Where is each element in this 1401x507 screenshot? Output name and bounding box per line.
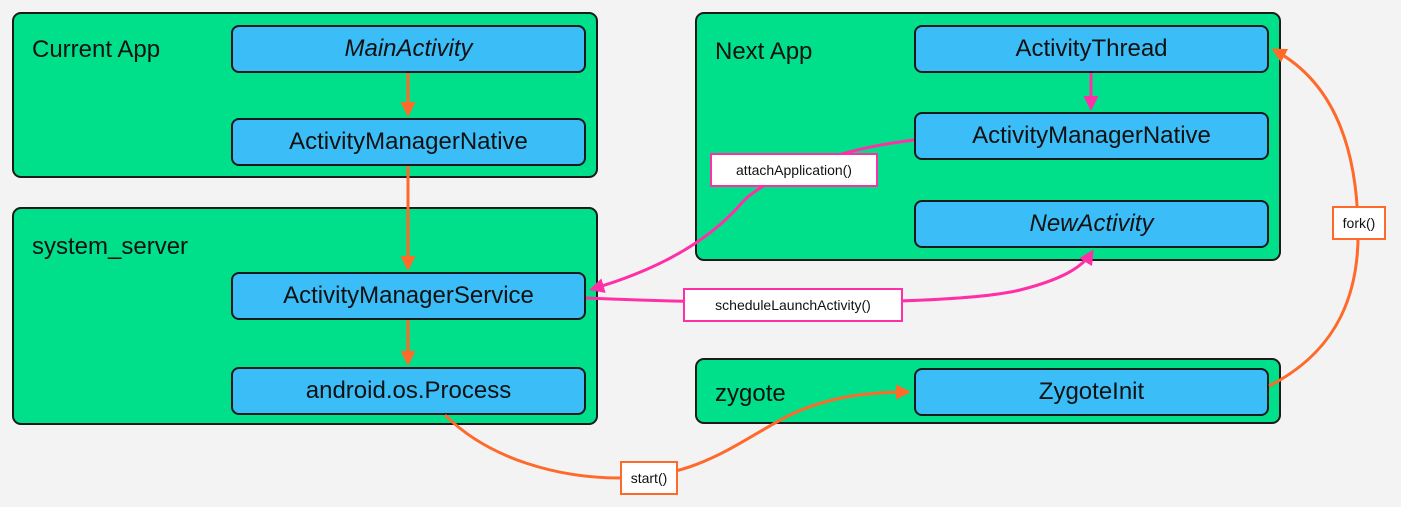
activity-manager-service-node[interactable]: ActivityManagerService: [231, 272, 586, 320]
new-activity-node[interactable]: NewActivity: [914, 200, 1269, 248]
system-server-title: system_server: [32, 233, 189, 260]
next-activity-manager-native-node[interactable]: ActivityManagerNative: [914, 112, 1269, 160]
attach-application-label: attachApplication(): [710, 153, 878, 187]
android-os-process-node[interactable]: android.os.Process: [231, 367, 586, 415]
activity-thread-node[interactable]: ActivityThread: [914, 25, 1269, 73]
zygote-init-node[interactable]: ZygoteInit: [914, 368, 1269, 416]
activity-manager-native-node[interactable]: ActivityManagerNative: [231, 118, 586, 166]
start-label: start(): [620, 461, 678, 495]
zygote-title: zygote: [715, 380, 786, 407]
fork-label: fork(): [1332, 206, 1386, 240]
main-activity-node[interactable]: MainActivity: [231, 25, 586, 73]
current-app-title: Current App: [32, 36, 161, 63]
schedule-launch-activity-label: scheduleLaunchActivity(): [683, 288, 903, 322]
next-app-title: Next App: [715, 38, 813, 65]
